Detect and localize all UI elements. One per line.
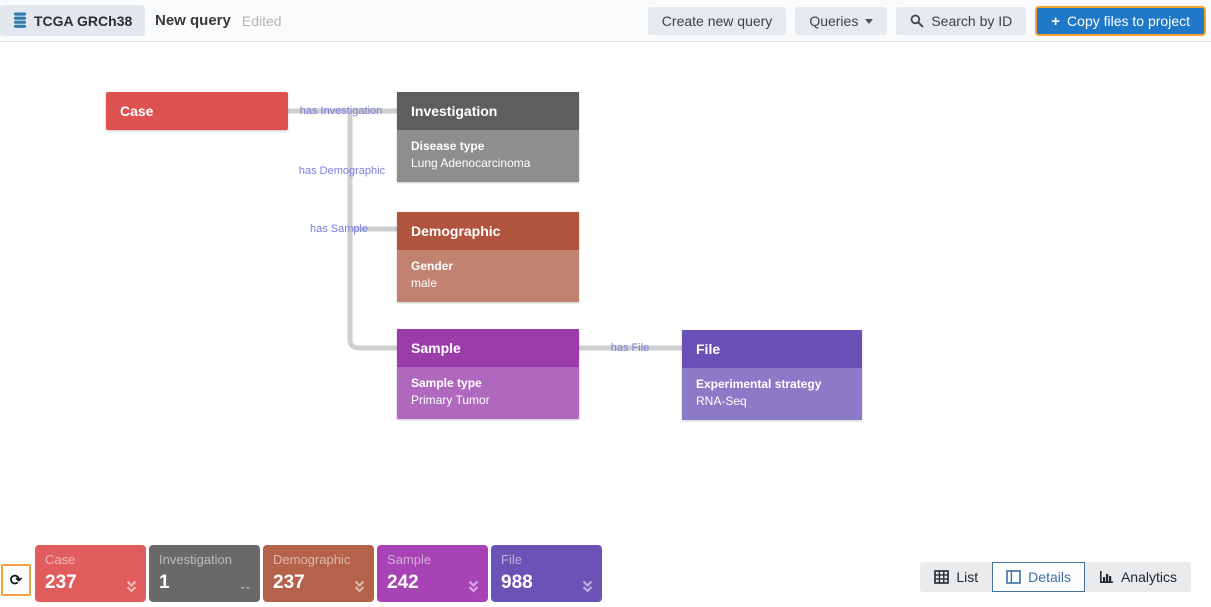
queries-dropdown-label: Queries — [809, 13, 859, 29]
node-sample-filter: Sample type Primary Tumor — [397, 367, 579, 419]
node-file[interactable]: File Experimental strategy RNA-Seq — [682, 330, 862, 420]
refresh-counts-button[interactable]: ⟳ — [1, 564, 31, 596]
count-card-label: Investigation — [159, 552, 232, 567]
filter-property: Gender — [411, 259, 454, 273]
filter-value: RNA-Seq — [696, 394, 747, 408]
edge-label-has-sample: has Sample — [309, 223, 369, 235]
edge-label-has-file: has File — [610, 342, 650, 354]
node-case[interactable]: Case — [106, 92, 288, 130]
search-by-id-button[interactable]: Search by ID — [896, 7, 1027, 35]
count-card-value: 237 — [273, 572, 305, 593]
count-card-case[interactable]: Case 237 — [35, 545, 146, 602]
count-card-file[interactable]: File 988 — [491, 545, 602, 602]
count-card-sample[interactable]: Sample 242 — [377, 545, 488, 602]
count-card-label: File — [501, 552, 522, 567]
node-file-title: File — [682, 330, 862, 368]
topbar-actions: Create new query Queries Search by ID + … — [647, 6, 1206, 36]
double-chevron-down-icon[interactable] — [353, 580, 366, 594]
top-bar: TCGA GRCh38 New query Edited Create new … — [0, 0, 1211, 42]
double-chevron-down-icon[interactable] — [467, 580, 480, 594]
table-icon — [934, 570, 950, 584]
view-switcher: List Details Analytics — [920, 562, 1191, 592]
view-tab-details[interactable]: Details — [992, 562, 1085, 592]
node-investigation[interactable]: Investigation Disease type Lung Adenocar… — [397, 92, 579, 182]
copy-files-label: Copy files to project — [1067, 13, 1190, 29]
view-tab-label: Details — [1028, 569, 1071, 585]
query-status-badge: Edited — [241, 12, 282, 29]
view-tab-label: Analytics — [1120, 569, 1177, 585]
search-icon — [910, 14, 924, 28]
queries-dropdown-button[interactable]: Queries — [795, 7, 888, 35]
view-tab-analytics[interactable]: Analytics — [1084, 562, 1191, 592]
count-card-investigation[interactable]: Investigation 1 -- — [149, 545, 260, 602]
query-title-group: New query Edited — [155, 0, 282, 41]
graph-edges — [288, 108, 682, 351]
create-new-query-button[interactable]: Create new query — [647, 7, 787, 35]
node-investigation-title: Investigation — [397, 92, 579, 130]
dataset-label: TCGA GRCh38 — [34, 12, 133, 29]
refresh-icon: ⟳ — [9, 571, 23, 589]
search-by-id-label: Search by ID — [931, 13, 1013, 29]
count-card-label: Demographic — [273, 552, 351, 567]
query-graph-canvas[interactable]: has Investigation has Demographic has Sa… — [0, 41, 1211, 501]
view-tab-list[interactable]: List — [920, 562, 993, 592]
bar-chart-icon — [1099, 571, 1113, 583]
node-demographic-filter: Gender male — [397, 250, 579, 302]
caret-down-icon — [865, 18, 874, 24]
edge-label-has-investigation: has Investigation — [299, 105, 383, 117]
node-demographic-title: Demographic — [397, 212, 579, 250]
node-case-title: Case — [120, 103, 154, 119]
filter-property: Disease type — [411, 139, 485, 153]
entity-count-cards: Case 237 Investigation 1 -- Demographic … — [35, 545, 602, 602]
page-title: New query — [155, 12, 231, 29]
count-card-value: 242 — [387, 572, 419, 593]
filter-value: male — [411, 276, 438, 290]
edge-label-has-demographic: has Demographic — [298, 165, 386, 177]
filter-property: Experimental strategy — [696, 377, 822, 391]
count-card-label: Sample — [387, 552, 432, 567]
node-demographic[interactable]: Demographic Gender male — [397, 212, 579, 302]
count-card-demographic[interactable]: Demographic 237 — [263, 545, 374, 602]
copy-files-to-project-button[interactable]: + Copy files to project — [1035, 6, 1206, 36]
filter-value: Lung Adenocarcinoma — [411, 156, 531, 170]
plus-icon: + — [1051, 12, 1061, 30]
filter-value: Primary Tumor — [411, 393, 490, 407]
count-card-label: Case — [45, 552, 76, 567]
dataset-chip[interactable]: TCGA GRCh38 — [0, 5, 146, 36]
node-sample-title: Sample — [397, 329, 579, 367]
node-file-filter: Experimental strategy RNA-Seq — [682, 368, 862, 420]
count-card-value: 1 — [159, 572, 170, 593]
details-panel-icon — [1006, 570, 1021, 584]
count-card-value: 237 — [45, 572, 77, 593]
no-expand-dashes: -- — [240, 579, 251, 594]
double-chevron-down-icon[interactable] — [581, 580, 594, 594]
database-icon — [14, 12, 26, 28]
view-tab-label: List — [956, 569, 979, 585]
node-investigation-filter: Disease type Lung Adenocarcinoma — [397, 130, 579, 182]
count-card-value: 988 — [501, 572, 533, 593]
double-chevron-down-icon[interactable] — [125, 580, 138, 594]
node-sample[interactable]: Sample Sample type Primary Tumor — [397, 329, 579, 419]
edge-case-sample — [347, 111, 397, 351]
filter-property: Sample type — [411, 376, 482, 390]
